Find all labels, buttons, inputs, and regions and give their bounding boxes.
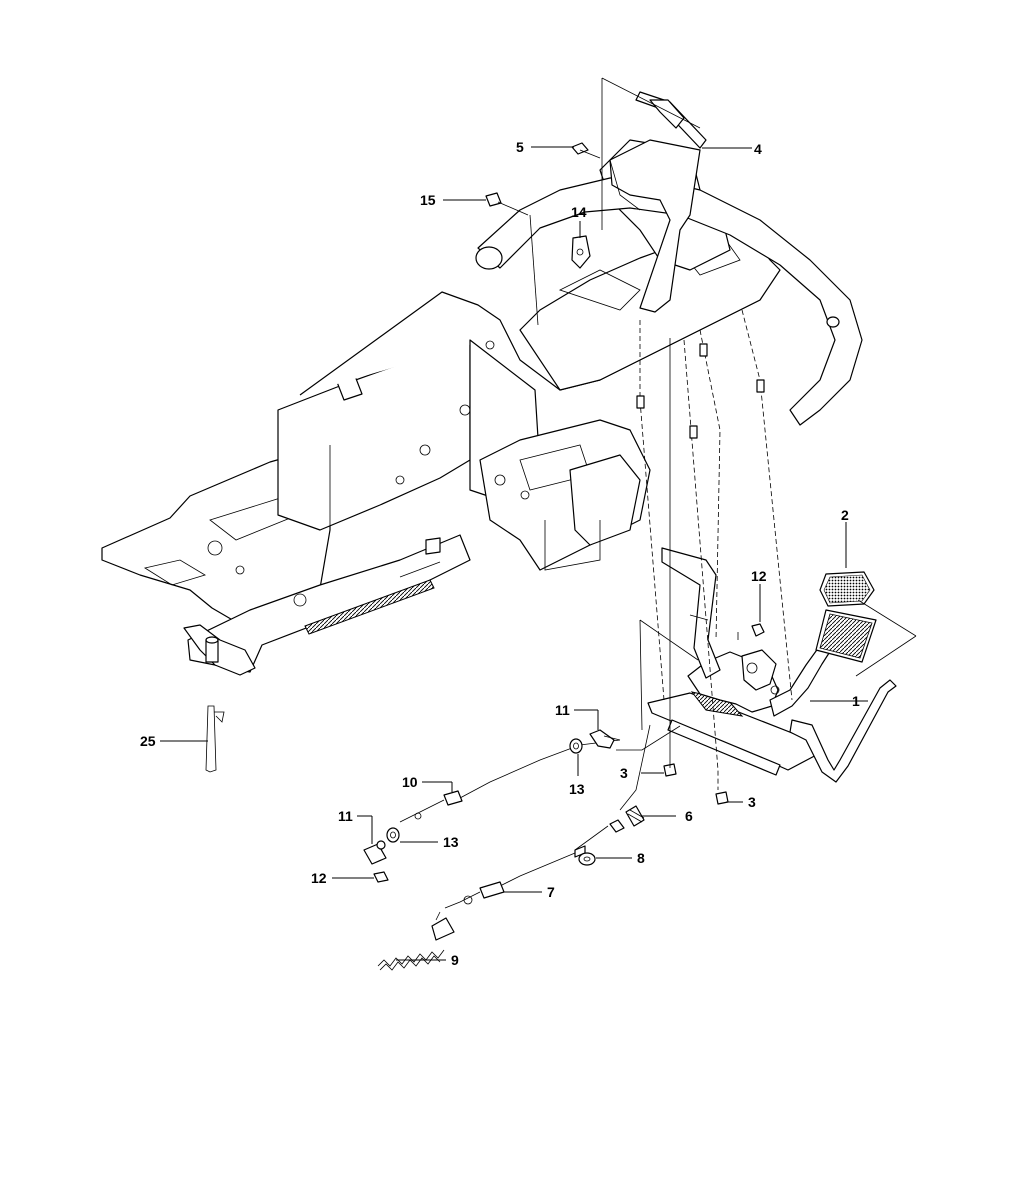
ball-joint-part-11-lower: [363, 840, 387, 865]
washer-part-13-lower: [386, 827, 400, 843]
cable-part-7: [431, 825, 609, 941]
washer-part-13-upper: [569, 738, 583, 754]
callout-7: 7: [547, 884, 555, 900]
callout-1: 1: [852, 693, 860, 709]
bolt-part-3-left: [663, 763, 677, 777]
rear-pivot-bracket: [183, 537, 441, 676]
spring-part-6: [609, 805, 645, 833]
ball-joint-part-11-upper: [589, 729, 621, 749]
callout-11-upper: 11: [555, 702, 570, 718]
pedal-pad-part-2: [819, 571, 875, 607]
nut-part-12-lower: [373, 871, 389, 883]
callout-9: 9: [451, 952, 459, 968]
callout-labels: 1 2 3 3 4 5 6 7 8 9 10 11 11 12 12 13 13…: [140, 139, 860, 968]
hairpin-part-25: [205, 705, 225, 773]
callout-14: 14: [571, 204, 587, 220]
callout-25: 25: [140, 733, 156, 749]
bolt-part-5: [571, 142, 601, 159]
callout-11-lower: 11: [338, 808, 353, 824]
cable-part-10: [399, 739, 621, 823]
callout-4: 4: [754, 141, 762, 157]
pedal-assembly-part-1: [647, 547, 897, 783]
callout-leaders: [160, 146, 868, 961]
assembly-lines: [529, 77, 917, 811]
bolt-part-15: [485, 192, 529, 216]
callout-5: 5: [516, 139, 524, 155]
callout-8: 8: [637, 850, 645, 866]
nut-part-12-upper: [751, 623, 765, 637]
callout-12-lower: 12: [311, 870, 327, 886]
callout-13-upper: 13: [569, 781, 585, 797]
callout-13-lower: 13: [443, 834, 459, 850]
callout-3-right: 3: [748, 794, 756, 810]
callout-10: 10: [402, 774, 418, 790]
callout-3-left: 3: [620, 765, 628, 781]
callout-2: 2: [841, 507, 849, 523]
clip-part-8: [578, 852, 596, 866]
callout-12-upper: 12: [751, 568, 767, 584]
callout-15: 15: [420, 192, 436, 208]
callout-6: 6: [685, 808, 693, 824]
clamp-part-14: [571, 235, 591, 269]
chassis-frame: [101, 139, 781, 673]
